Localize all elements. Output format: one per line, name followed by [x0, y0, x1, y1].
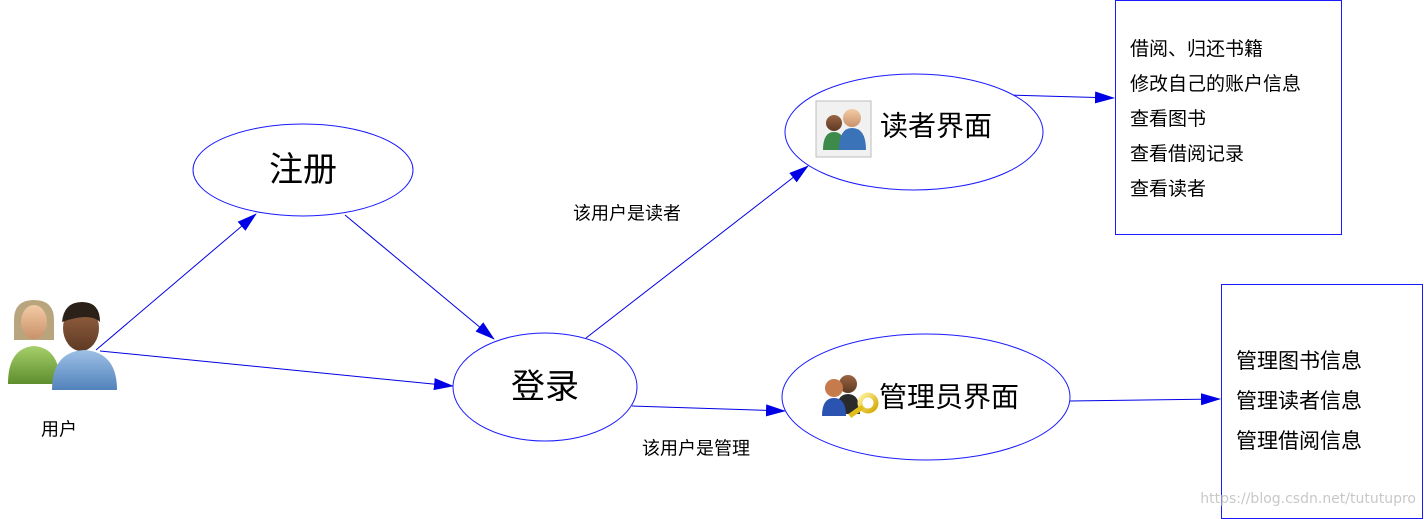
edge-user-register [95, 213, 257, 351]
edges [95, 91, 1221, 417]
node-login: 登录 [452, 332, 638, 442]
user-label: 用户 [41, 420, 77, 441]
edge-reader-list [1007, 91, 1115, 104]
reader-function-item: 修改自己的账户信息 [1130, 73, 1302, 95]
node-admin-ui: 管理员界面 [781, 333, 1071, 461]
admin-function-item: 管理读者信息 [1236, 389, 1362, 413]
admin-functions-box: 管理图书信息管理读者信息管理借阅信息 [1221, 284, 1423, 519]
node-login-label: 登录 [511, 367, 579, 407]
node-reader-ui-label: 读者界面 [880, 110, 992, 143]
node-reader-ui: 读者界面 [784, 73, 1044, 191]
edge-login-reader [585, 165, 809, 339]
edge-login-admin [631, 404, 786, 417]
admin-key-users-icon [822, 375, 879, 419]
reader-function-item: 查看图书 [1130, 108, 1207, 130]
edge-label-is-reader: 该用户是读者 [573, 204, 681, 225]
node-admin-ui-label: 管理员界面 [879, 381, 1019, 414]
edge-label-is-admin: 该用户是管理 [642, 439, 750, 460]
reader-function-item: 查看借阅记录 [1130, 143, 1245, 165]
reader-function-item: 查看读者 [1130, 178, 1207, 200]
edge-user-login [99, 350, 454, 391]
admin-function-item: 管理图书信息 [1236, 349, 1362, 373]
user-actor: 用户 [8, 300, 117, 441]
reader-users-icon [815, 100, 872, 158]
node-register: 注册 [192, 123, 414, 217]
users-icon [8, 300, 117, 390]
reader-functions-box: 借阅、归还书籍修改自己的账户信息查看图书查看借阅记录查看读者 [1115, 0, 1342, 235]
admin-function-item: 管理借阅信息 [1236, 429, 1362, 453]
edge-register-login [344, 214, 495, 340]
watermark: https://blog.csdn.net/tututupro [1200, 491, 1416, 507]
edge-admin-list [1069, 393, 1221, 406]
node-register-label: 注册 [269, 150, 337, 190]
reader-function-item: 借阅、归还书籍 [1130, 38, 1264, 60]
